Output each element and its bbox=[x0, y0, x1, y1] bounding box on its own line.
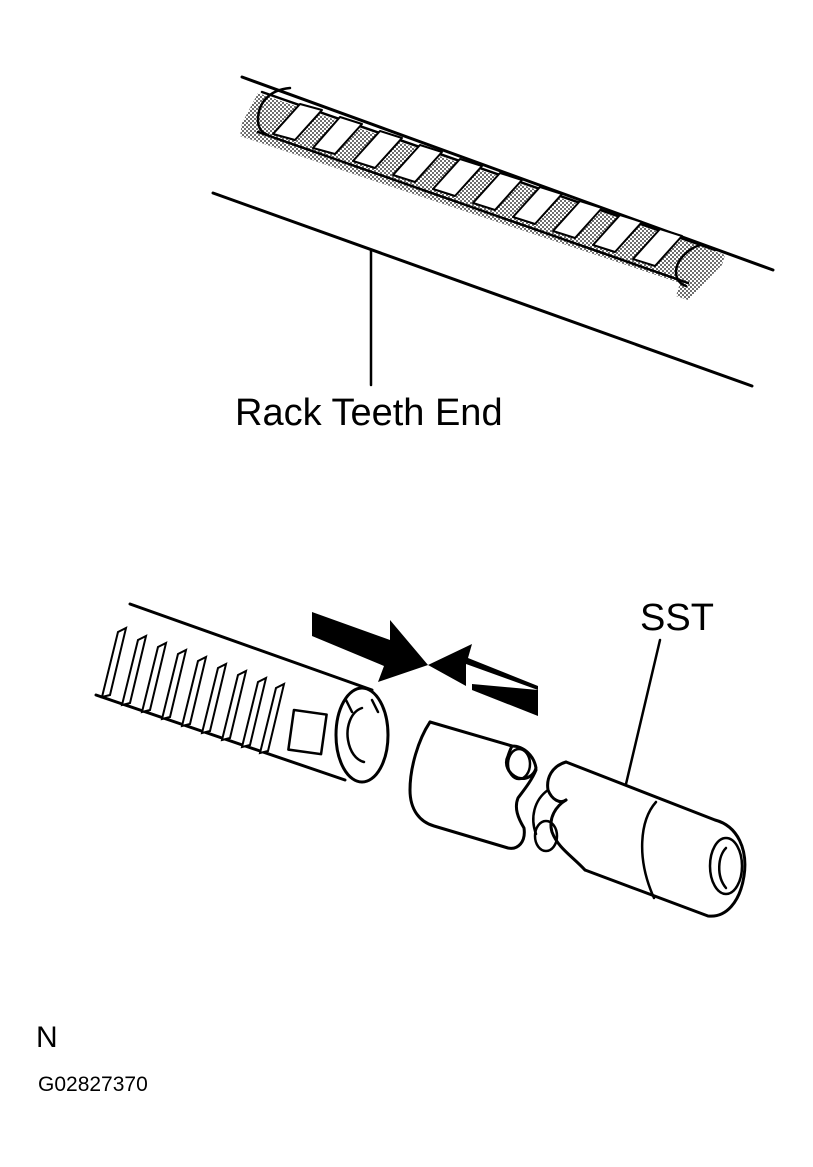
rack-tooth bbox=[472, 172, 523, 211]
rack-shaft-tooth bbox=[140, 641, 168, 714]
rack-tooth bbox=[512, 186, 563, 225]
rack-tooth bbox=[592, 214, 643, 253]
insert-sleeve bbox=[408, 720, 538, 850]
rack-tooth bbox=[432, 158, 483, 197]
rack-teeth bbox=[272, 103, 683, 267]
rack-teeth-end-label: Rack Teeth End bbox=[235, 392, 503, 434]
sst-tool bbox=[532, 760, 747, 918]
rack-tooth bbox=[312, 116, 363, 155]
rack-tooth bbox=[352, 130, 403, 169]
rack-shaft-tooth bbox=[120, 634, 148, 707]
sst-leader bbox=[624, 638, 662, 786]
rack-tooth bbox=[272, 103, 323, 141]
arrow-right-icon bbox=[312, 612, 428, 682]
rack-shaft-teeth bbox=[100, 626, 286, 755]
rack-shaft-tooth bbox=[200, 662, 228, 735]
rack-shaft-tooth bbox=[160, 648, 188, 721]
rack-shaft-tooth bbox=[258, 682, 286, 755]
arrow-left-icon bbox=[428, 644, 538, 690]
figure-code: G02827370 bbox=[38, 1073, 148, 1096]
rack-tooth bbox=[632, 228, 683, 267]
rack-bar-top-view bbox=[211, 75, 775, 388]
rack-tooth bbox=[552, 200, 603, 239]
sst-label: SST bbox=[640, 597, 714, 639]
rack-end-assembly bbox=[94, 602, 390, 784]
rack-shaft-tooth bbox=[240, 676, 268, 749]
rack-shaft-tooth bbox=[100, 626, 128, 699]
rack-shaft-tooth bbox=[180, 655, 208, 728]
rack-shaft-tooth bbox=[220, 669, 248, 742]
view-letter: N bbox=[36, 1021, 58, 1054]
insertion-arrows bbox=[312, 612, 538, 716]
rack-tooth bbox=[392, 144, 443, 183]
